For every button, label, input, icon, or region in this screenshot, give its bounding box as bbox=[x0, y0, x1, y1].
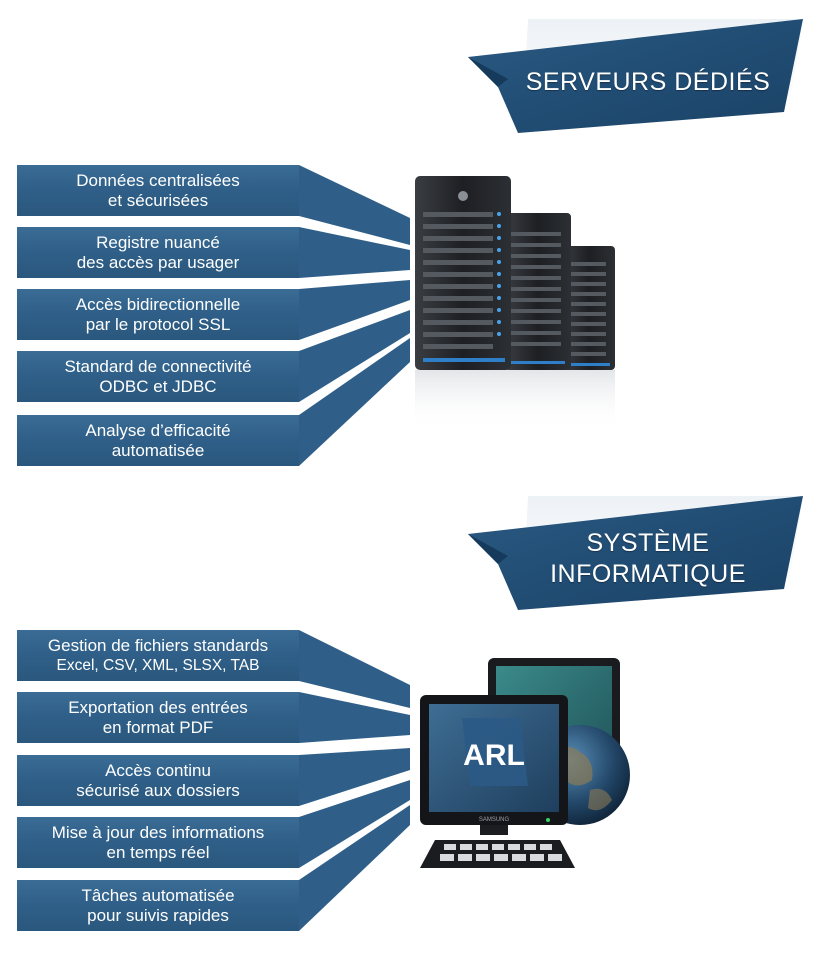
feature-list: Gestion de fichiers standards Excel, CSV… bbox=[0, 480, 420, 958]
feature-line: en format PDF bbox=[102, 717, 214, 737]
feature-item: Exportation des entrées en format PDF bbox=[17, 692, 299, 743]
feature-item: Tâches automatisée pour suivis rapides bbox=[17, 880, 299, 931]
feature-line: Gestion de fichiers standards bbox=[47, 635, 269, 655]
ribbon-shape bbox=[468, 496, 803, 610]
feature-line: pour suivis rapides bbox=[87, 905, 229, 925]
feature-item: Données centralisées et sécurisées bbox=[17, 165, 299, 216]
computer-globe-icon: ARL SAMSUNG bbox=[400, 640, 650, 870]
feature-line: Mise à jour des informations bbox=[51, 822, 265, 842]
connector-shapes bbox=[299, 630, 410, 931]
feature-item: Analyse d’efficacité automatisée bbox=[17, 415, 299, 466]
section-title-line: SYSTÈME bbox=[586, 529, 710, 557]
feature-line: Accès continu bbox=[105, 760, 211, 780]
feature-line: Tâches automatisée bbox=[81, 885, 235, 905]
feature-item: Gestion de fichiers standards Excel, CSV… bbox=[17, 630, 299, 681]
screen-logo-text: ARL bbox=[463, 739, 525, 772]
feature-line: Exportation des entrées bbox=[68, 697, 248, 717]
feature-line: par le protocol SSL bbox=[85, 314, 231, 334]
section-title-banner: SERVEURS DÉDIÉS bbox=[468, 15, 808, 135]
feature-line: Accès bidirectionnelle bbox=[75, 294, 241, 314]
feature-item: Mise à jour des informations en temps ré… bbox=[17, 817, 299, 868]
feature-line: Standard de connectivité bbox=[64, 356, 252, 376]
feature-item: Accès continu sécurisé aux dossiers bbox=[17, 755, 299, 806]
feature-line: ODBC et JDBC bbox=[99, 376, 217, 396]
server-rack-icon bbox=[405, 170, 625, 440]
section-computer-system: SYSTÈME INFORMATIQUE Gestion de fichiers… bbox=[0, 480, 829, 958]
feature-item: Standard de connectivité ODBC et JDBC bbox=[17, 351, 299, 402]
connector-shapes bbox=[299, 165, 410, 466]
feature-line: sécurisé aux dossiers bbox=[76, 780, 240, 800]
feature-line: automatisée bbox=[111, 440, 205, 460]
feature-item: Accès bidirectionnelle par le protocol S… bbox=[17, 289, 299, 340]
feature-line: Excel, CSV, XML, SLSX, TAB bbox=[56, 656, 260, 674]
feature-line: et sécurisées bbox=[107, 190, 209, 210]
section-title-banner: SYSTÈME INFORMATIQUE bbox=[468, 492, 808, 612]
feature-line: Registre nuancé bbox=[96, 232, 220, 252]
feature-list: Données centralisées et sécurisées Regis… bbox=[0, 0, 420, 480]
section-title-line: INFORMATIQUE bbox=[550, 560, 746, 588]
feature-line: des accès par usager bbox=[76, 252, 240, 272]
section-title: SYSTÈME INFORMATIQUE bbox=[508, 528, 788, 590]
feature-item: Registre nuancé des accès par usager bbox=[17, 227, 299, 278]
feature-line: en temps réel bbox=[106, 842, 210, 862]
section-title: SERVEURS DÉDIÉS bbox=[508, 67, 788, 98]
feature-line: Données centralisées bbox=[76, 170, 240, 190]
section-title-line: SERVEURS DÉDIÉS bbox=[525, 68, 771, 96]
feature-line: Analyse d’efficacité bbox=[85, 420, 231, 440]
section-dedicated-servers: SERVEURS DÉDIÉS Données centralisées et … bbox=[0, 0, 808, 480]
monitor-brand-text: SAMSUNG bbox=[479, 817, 510, 823]
ribbon-shape bbox=[468, 19, 803, 133]
